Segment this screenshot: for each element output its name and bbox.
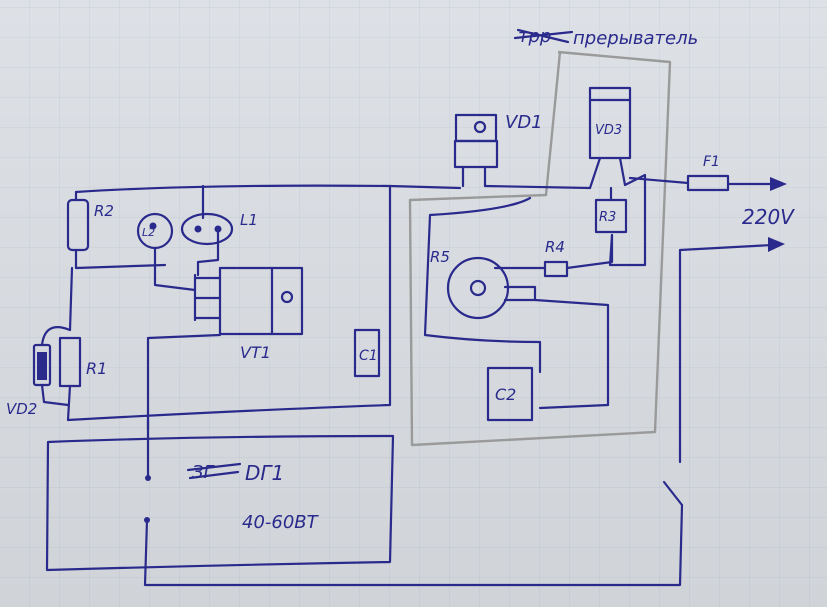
top-output-arrow (770, 177, 787, 191)
r5-knob (469, 279, 487, 297)
switch-contact (662, 480, 684, 507)
r2-bottom-wire (74, 248, 167, 270)
vt1-transistor (218, 266, 304, 336)
interrupter-wiring (423, 196, 542, 374)
label-title: прерыватель (573, 28, 698, 49)
l1-lower-lead (196, 227, 220, 277)
lower-output-arrow (768, 237, 785, 252)
label-l1: L1 (240, 211, 258, 229)
label-220v: 220V (742, 205, 795, 229)
l2-lead (153, 246, 197, 292)
f1-fuse (686, 174, 730, 192)
top-bus-wire (74, 184, 462, 194)
l1-dot-a (194, 225, 202, 233)
c1-capacitor (353, 328, 381, 378)
vt1-hole (280, 290, 294, 304)
vd3-thyristor (588, 86, 632, 160)
r4-resistor (543, 260, 569, 278)
vd3-leads (588, 156, 647, 267)
dg1-terminal-top (145, 475, 151, 481)
r1-resistor (58, 336, 82, 388)
r4-wire (565, 233, 614, 270)
c2-ret-wire (538, 403, 610, 410)
c2-capacitor (486, 366, 534, 422)
label-vd2: VD2 (6, 400, 37, 418)
label-dg1-struck: ЗГ (192, 462, 216, 483)
dg1-box (45, 434, 395, 572)
vd1-diode-body (453, 139, 499, 169)
l1-indicator (180, 212, 234, 246)
vd1-leads (461, 165, 487, 188)
r2-resistor (66, 198, 90, 252)
interrupter-box (408, 50, 672, 447)
vd2-diode-fill (37, 352, 47, 380)
vd2-wire (40, 326, 72, 407)
label-power: 40-60ВТ (242, 512, 320, 533)
label-r4: R4 (545, 238, 565, 256)
label-vd1: VD1 (505, 112, 543, 133)
r1-bottom-wire (66, 384, 72, 422)
f1-wire (628, 176, 690, 185)
lower-output-wire (678, 243, 774, 464)
label-title-struck: трр (518, 26, 551, 47)
bus-to-interrupter-wire (483, 184, 592, 190)
left-rail (68, 266, 74, 332)
label-r5: R5 (430, 248, 450, 266)
dg1-strike (186, 462, 242, 480)
vt1-emitter-wire (146, 333, 222, 432)
title-strike (513, 28, 574, 44)
label-c1: C1 (359, 348, 378, 364)
r5-leads (493, 266, 547, 302)
vd1-diode-mark (473, 120, 487, 134)
l2-dot (149, 222, 157, 230)
r4-lower-wire (533, 298, 610, 407)
vt1-pins (193, 273, 222, 322)
dg1-lead-bottom (143, 503, 684, 587)
label-r2: R2 (94, 202, 114, 220)
label-r1: R1 (86, 359, 107, 378)
label-vt1: VT1 (240, 343, 271, 362)
vd2-diode (32, 343, 52, 387)
label-dg1: DГ1 (245, 461, 284, 485)
left-right-rail (66, 184, 392, 422)
label-c2: C2 (495, 385, 516, 404)
label-l2: L2 (142, 226, 155, 239)
label-r3: R3 (599, 210, 616, 225)
label-vd3: VD3 (595, 123, 622, 138)
label-f1: F1 (703, 154, 720, 170)
